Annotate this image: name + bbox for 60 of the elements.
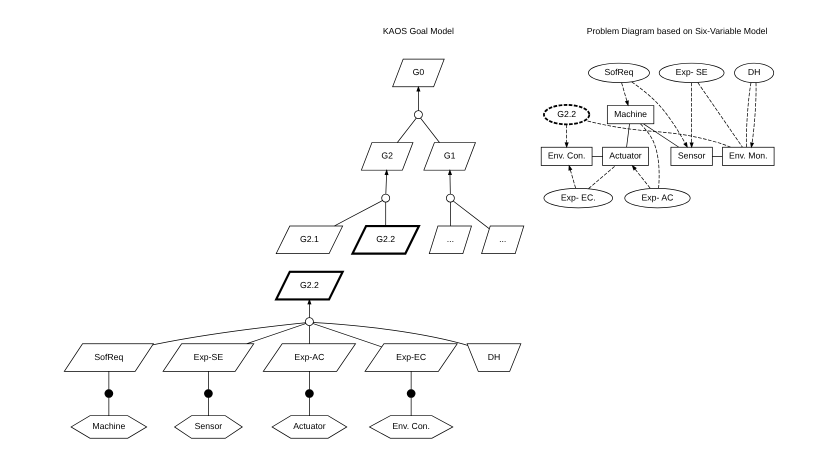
node-circle [406, 389, 416, 398]
arrow [307, 298, 312, 318]
node-circle [414, 110, 423, 119]
connector [108, 371, 110, 390]
node-ellipse: DH [734, 62, 774, 83]
arrow [632, 164, 651, 189]
connector [698, 82, 743, 148]
arrow [621, 82, 629, 106]
connector [592, 156, 603, 157]
connector [312, 323, 382, 348]
node-box: Env. Con. [540, 146, 592, 166]
node-ellipse: Exp- AC [624, 188, 691, 208]
arrow [564, 124, 569, 148]
connector [334, 200, 383, 226]
arrow [690, 82, 694, 148]
connector [643, 124, 680, 148]
connector [309, 371, 310, 390]
node-box: Actuator [602, 146, 649, 166]
arrow [750, 82, 756, 148]
connector [746, 82, 752, 148]
node-circle [104, 389, 114, 398]
arrow [384, 169, 389, 194]
connector [309, 397, 310, 416]
connector [208, 371, 209, 390]
arrow [568, 164, 576, 189]
connector [626, 124, 630, 148]
connector [246, 323, 306, 344]
connector [309, 325, 310, 344]
node-circle [204, 389, 213, 398]
node-circle [305, 389, 314, 398]
connector [420, 118, 440, 143]
connector [385, 202, 386, 226]
node-circle [381, 194, 390, 202]
node-box: Sensor [670, 146, 713, 166]
connector [208, 397, 209, 416]
node-ellipse: Exp- EC. [544, 188, 613, 208]
connector [584, 120, 732, 148]
connector [152, 322, 306, 346]
arrow [448, 169, 452, 194]
connector [640, 124, 660, 189]
label: Problem Diagram based on Six-Variable Model [586, 26, 768, 36]
node-ellipse: SofReq [588, 62, 650, 83]
connector [397, 118, 417, 143]
node-box: Env. Mon. [722, 146, 774, 166]
node-circle [446, 194, 455, 202]
connector [313, 322, 468, 346]
connector [588, 165, 616, 189]
label: KAOS Goal Model [382, 26, 454, 36]
connector [452, 200, 490, 230]
node-ellipse: G2.2 [543, 104, 590, 126]
connector [450, 202, 451, 226]
arrow [416, 86, 420, 111]
connector [410, 371, 412, 390]
connector [712, 156, 723, 157]
node-ellipse: Exp- SE [658, 62, 724, 83]
connector [108, 397, 110, 416]
connector [410, 397, 412, 416]
arrow [631, 82, 688, 148]
node-circle [305, 317, 314, 326]
node-box: Machine [606, 105, 654, 124]
